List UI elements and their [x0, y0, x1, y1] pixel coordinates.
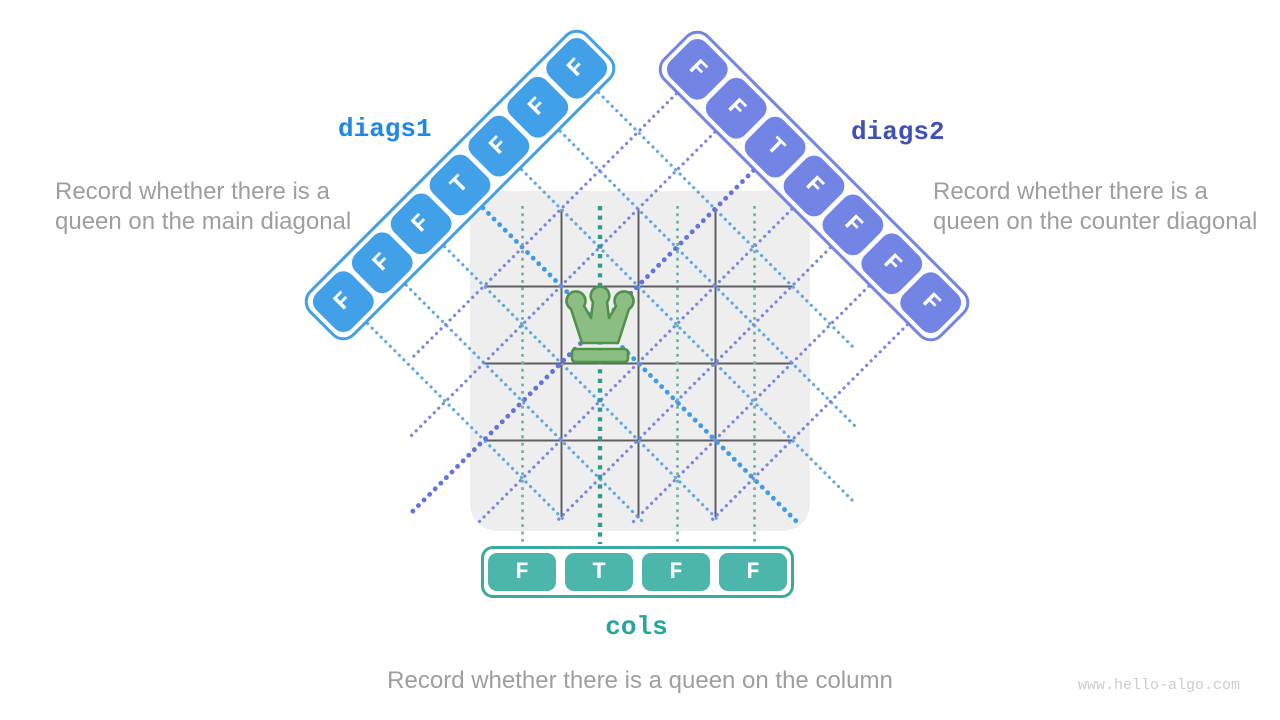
cols-label: cols	[605, 612, 668, 642]
watermark: www.hello-algo.com	[1078, 677, 1241, 694]
column-note: Record whether there is a queen on the c…	[387, 667, 893, 694]
cols-cell: F	[488, 553, 556, 591]
cols-cell: T	[565, 553, 633, 591]
queen-icon	[565, 285, 635, 364]
cols-cell: F	[719, 553, 787, 591]
diags1-label: diags1	[338, 114, 432, 144]
diags2-label: diags2	[851, 117, 945, 147]
counter-diagonal-lines	[408, 69, 932, 524]
cols-cell: F	[642, 553, 710, 591]
column-lines	[521, 206, 756, 544]
cols-array: F T F F	[481, 546, 794, 598]
main-diagonal-note: Record whether there is a queen on the m…	[55, 178, 352, 235]
counter-diagonal-note: Record whether there is a queen on the c…	[933, 178, 1258, 235]
